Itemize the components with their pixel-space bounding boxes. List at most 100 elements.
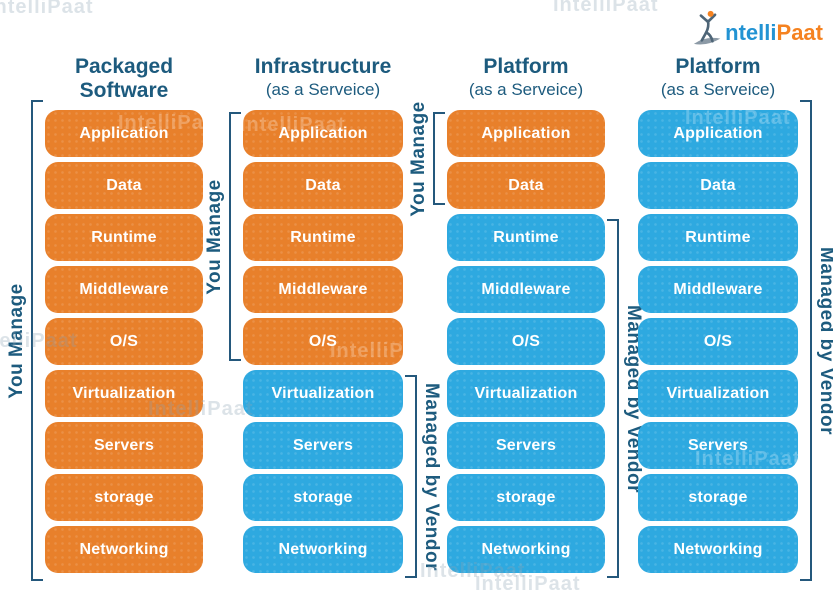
- layer-box-application: Application: [45, 110, 203, 157]
- layer-box-o-s: O/S: [447, 318, 605, 365]
- right-bracket-platform-as-a-service: [607, 219, 619, 578]
- layer-label: storage: [688, 488, 748, 506]
- column-title: Infrastructure: [254, 55, 392, 78]
- layer-box-o-s: O/S: [638, 318, 798, 365]
- layer-box-middleware: Middleware: [243, 266, 403, 313]
- layer-box-storage: storage: [638, 474, 798, 521]
- layer-label: Runtime: [91, 228, 157, 246]
- layer-box-servers: Servers: [243, 422, 403, 469]
- column-header-platform-as-a-service: Platform (as a Serveice): [416, 55, 636, 100]
- layer-box-networking: Networking: [447, 526, 605, 573]
- layer-label: Application: [481, 124, 571, 142]
- layer-label: Networking: [481, 540, 571, 558]
- layer-box-data: Data: [447, 162, 605, 209]
- layer-label: O/S: [308, 332, 338, 350]
- layer-label: Runtime: [290, 228, 356, 246]
- layer-box-o-s: O/S: [45, 318, 203, 365]
- layer-label: Networking: [278, 540, 368, 558]
- intellipaat-logo: ntelliPaat: [693, 8, 823, 48]
- column-subtitle: (as a Serveice): [265, 80, 381, 99]
- layer-label: Virtualization: [72, 384, 176, 402]
- layer-box-o-s: O/S: [243, 318, 403, 365]
- layer-label: storage: [496, 488, 556, 506]
- layer-label: Virtualization: [271, 384, 375, 402]
- layer-box-networking: Networking: [638, 526, 798, 573]
- layer-label: Application: [278, 124, 368, 142]
- layer-box-servers: Servers: [45, 422, 203, 469]
- left-bracket-packaged-software: [31, 100, 43, 581]
- layer-box-middleware: Middleware: [45, 266, 203, 313]
- layer-box-data: Data: [243, 162, 403, 209]
- layer-box-networking: Networking: [45, 526, 203, 573]
- logo-person-icon: [694, 10, 721, 45]
- layer-label: Middleware: [673, 280, 763, 298]
- layer-box-storage: storage: [45, 474, 203, 521]
- layer-label: O/S: [703, 332, 733, 350]
- layer-label: Networking: [673, 540, 763, 558]
- layer-box-runtime: Runtime: [45, 214, 203, 261]
- layer-label: Application: [673, 124, 763, 142]
- layer-box-middleware: Middleware: [447, 266, 605, 313]
- layer-label: Data: [700, 176, 736, 194]
- you-manage-label: You Manage: [204, 178, 225, 295]
- layer-box-runtime: Runtime: [243, 214, 403, 261]
- managed-by-vendor-label: Managed by Vendor: [421, 382, 442, 571]
- layer-box-runtime: Runtime: [447, 214, 605, 261]
- layer-label: storage: [293, 488, 353, 506]
- right-bracket-platform-as-a-service-2: [800, 100, 812, 581]
- layer-box-application: Application: [447, 110, 605, 157]
- logo-text: ntelliPaat: [725, 18, 823, 48]
- layer-label: Data: [106, 176, 142, 194]
- layer-label: Data: [508, 176, 544, 194]
- layer-label: Networking: [79, 540, 169, 558]
- column-title: Packaged: [74, 55, 174, 78]
- layer-box-storage: storage: [243, 474, 403, 521]
- layer-box-data: Data: [638, 162, 798, 209]
- column-subtitle: Software: [79, 79, 169, 102]
- layer-label: Runtime: [493, 228, 559, 246]
- column-title: Platform: [483, 55, 569, 78]
- layer-box-middleware: Middleware: [638, 266, 798, 313]
- column-title: Platform: [675, 55, 761, 78]
- managed-by-vendor-label: Managed by Vendor: [816, 246, 833, 435]
- layer-box-application: Application: [638, 110, 798, 157]
- layer-label: Data: [305, 176, 341, 194]
- left-bracket-infrastructure-as-a-service: [229, 112, 241, 361]
- layer-box-data: Data: [45, 162, 203, 209]
- layer-label: storage: [94, 488, 154, 506]
- watermark: IntelliPaat: [553, 0, 659, 16]
- layer-label: Servers: [687, 436, 749, 454]
- layer-label: Virtualization: [474, 384, 578, 402]
- right-bracket-infrastructure-as-a-service: [405, 375, 417, 578]
- layer-label: O/S: [511, 332, 541, 350]
- layer-label: Servers: [292, 436, 354, 454]
- column-header-platform-as-a-service-2: Platform (as a Serveice): [608, 55, 828, 100]
- layer-box-servers: Servers: [447, 422, 605, 469]
- left-bracket-platform-as-a-service: [433, 112, 445, 205]
- logo-text-primary: ntelli: [725, 20, 777, 45]
- layer-label: Middleware: [79, 280, 169, 298]
- layer-box-networking: Networking: [243, 526, 403, 573]
- layer-label: Runtime: [685, 228, 751, 246]
- layer-label: Virtualization: [666, 384, 770, 402]
- logo-text-secondary: Paat: [776, 20, 823, 45]
- layer-box-servers: Servers: [638, 422, 798, 469]
- layer-label: Application: [79, 124, 169, 142]
- layer-box-virtualization: Virtualization: [243, 370, 403, 417]
- you-manage-label: You Manage: [6, 282, 27, 399]
- column-subtitle: (as a Serveice): [660, 80, 776, 99]
- watermark: IntelliPaat: [0, 0, 94, 18]
- layer-box-virtualization: Virtualization: [638, 370, 798, 417]
- layer-box-virtualization: Virtualization: [45, 370, 203, 417]
- layer-box-runtime: Runtime: [638, 214, 798, 261]
- layer-box-storage: storage: [447, 474, 605, 521]
- you-manage-label: You Manage: [408, 100, 429, 217]
- watermark: IntelliPaat: [475, 573, 581, 592]
- layer-label: O/S: [109, 332, 139, 350]
- layer-label: Servers: [93, 436, 155, 454]
- layer-box-application: Application: [243, 110, 403, 157]
- column-header-infrastructure-as-a-service: Infrastructure (as a Serveice): [213, 55, 433, 100]
- column-subtitle: (as a Serveice): [468, 80, 584, 99]
